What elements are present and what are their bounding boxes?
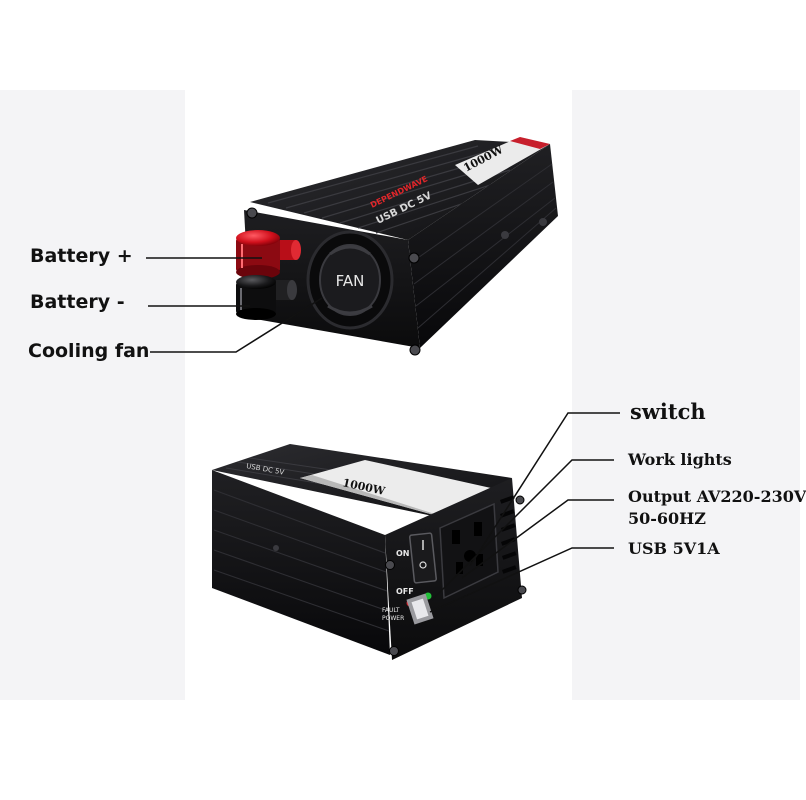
usb-label: USB 5V1A — [628, 539, 720, 558]
inverter-end-view: 1000W USB DC 5V — [212, 444, 527, 660]
screw-icon — [539, 218, 547, 226]
battery-plus-label: Battery + — [30, 245, 133, 267]
work-lights-label: Work lights — [628, 450, 732, 469]
ac-outlet — [439, 502, 499, 600]
screw-icon — [515, 495, 525, 505]
screw-icon — [246, 207, 258, 219]
housing-side — [212, 470, 390, 655]
leader-lines — [146, 257, 620, 613]
output-voltage-label: Output AV220-230V — [628, 487, 806, 506]
fan-text: FAN — [336, 272, 365, 290]
screw-icon — [501, 231, 509, 239]
background-panel-left — [0, 90, 185, 700]
battery-minus-label: Battery - — [30, 291, 125, 313]
inverter-top-view: 1000W DEPENDWAVE USB DC 5V FAN — [236, 137, 558, 356]
fault-text: FAULT — [382, 607, 400, 614]
output-frequency-label: 50-60HZ — [628, 509, 706, 528]
screw-icon — [517, 585, 527, 595]
cooling-fan: FAN — [306, 230, 394, 330]
switch-off-text: OFF — [396, 587, 414, 596]
screw-icon — [385, 560, 395, 570]
cooling-fan-label: Cooling fan — [28, 340, 150, 362]
positive-terminal — [236, 230, 301, 279]
screw-icon — [273, 545, 279, 551]
switch-on-text: ON — [396, 549, 410, 558]
housing-side — [408, 144, 558, 348]
usb-port — [406, 593, 434, 625]
power-switch — [408, 532, 438, 584]
vent-slots — [500, 495, 517, 574]
screw-icon — [408, 252, 420, 264]
screw-icon — [389, 646, 399, 656]
spec-label-sticker — [455, 137, 550, 185]
screw-icon — [409, 344, 421, 356]
spec-label-sticker — [300, 460, 500, 520]
switch-label: switch — [630, 399, 706, 424]
background-panel-right — [572, 90, 800, 700]
power-text: POWER — [382, 615, 404, 622]
